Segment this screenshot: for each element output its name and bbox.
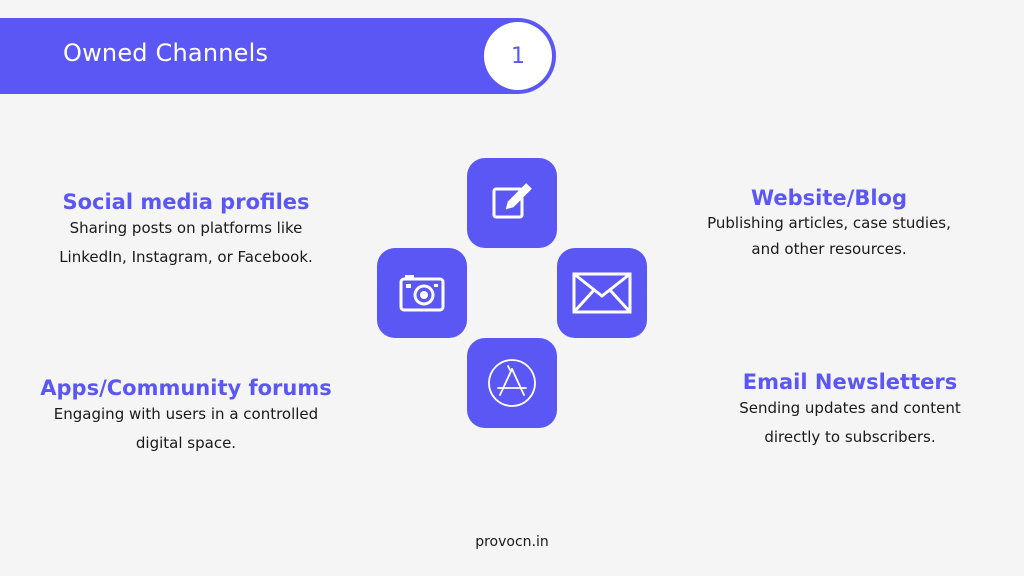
mail-tile	[557, 248, 647, 338]
edit-tile	[467, 158, 557, 248]
apps-community-desc-line1: Engaging with users in a controlled	[53, 405, 319, 423]
email-newsletters-desc-line1: Sending updates and content	[739, 399, 961, 417]
social-media-desc-line2: LinkedIn, Instagram, or Facebook.	[59, 248, 313, 266]
website-blog-desc-line2: and other resources.	[751, 240, 907, 258]
email-newsletters-block: Email Newsletters Sending updates and co…	[700, 370, 1000, 452]
social-media-desc-line1: Sharing posts on platforms like	[69, 219, 303, 237]
footer-site-name: provocn.in	[475, 534, 549, 550]
website-blog-block: Website/Blog Publishing articles, case s…	[680, 186, 978, 262]
website-blog-desc-line1: Publishing articles, case studies,	[707, 214, 951, 232]
header-banner	[0, 18, 556, 94]
step-number: 1	[511, 43, 525, 69]
apps-community-desc-line2: digital space.	[135, 434, 237, 452]
step-number-badge: 1	[484, 22, 552, 90]
camera-tile	[377, 248, 467, 338]
social-media-block: Social media profiles Sharing posts on p…	[30, 190, 342, 272]
camera-icon	[399, 273, 445, 313]
social-media-heading: Social media profiles	[62, 190, 310, 214]
email-newsletters-desc-line2: directly to subscribers.	[764, 428, 936, 446]
mail-icon	[572, 272, 632, 314]
apps-community-heading: Apps/Community forums	[40, 376, 332, 400]
website-blog-heading: Website/Blog	[750, 186, 907, 210]
app-store-tile	[467, 338, 557, 428]
header-title: Owned Channels	[63, 39, 269, 67]
email-newsletters-heading: Email Newsletters	[742, 370, 958, 394]
app-store-icon	[486, 357, 538, 409]
apps-community-block: Apps/Community forums Engaging with user…	[22, 376, 350, 458]
edit-icon	[490, 181, 534, 225]
